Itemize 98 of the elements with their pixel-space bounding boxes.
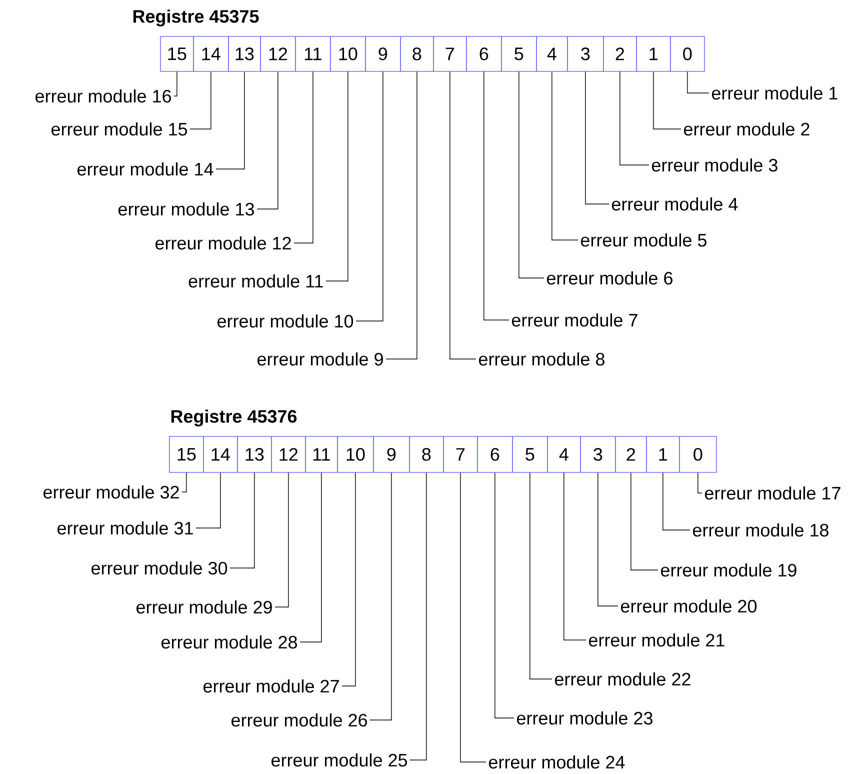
leader-line bbox=[182, 472, 187, 492]
leader-line bbox=[356, 71, 384, 322]
bit-cell: 15 bbox=[169, 436, 204, 473]
module-label: erreur module 2 bbox=[684, 122, 810, 136]
module-label: erreur module 5 bbox=[580, 233, 706, 247]
bit-cell: 13 bbox=[228, 36, 261, 72]
leader-line bbox=[585, 71, 610, 204]
bit-cell: 10 bbox=[330, 36, 366, 72]
leader-line bbox=[564, 472, 586, 640]
leader-line bbox=[386, 71, 418, 360]
module-label: erreur module 25 bbox=[272, 753, 407, 767]
bit-cell: 13 bbox=[237, 436, 272, 473]
bit-cell: 8 bbox=[409, 436, 444, 473]
module-label: erreur module 8 bbox=[478, 352, 604, 366]
leader-line bbox=[190, 71, 212, 130]
bit-cell: 1 bbox=[636, 36, 671, 72]
leader-line bbox=[494, 472, 514, 718]
bit-cell: 11 bbox=[305, 436, 338, 473]
register-title: Registre 45375 bbox=[133, 10, 259, 26]
module-label: erreur module 12 bbox=[156, 236, 291, 250]
module-label: erreur module 30 bbox=[92, 561, 228, 575]
leader-line bbox=[653, 71, 682, 130]
bit-cell: 5 bbox=[512, 436, 548, 473]
leader-line bbox=[174, 71, 178, 96]
module-label: erreur module 1 bbox=[712, 86, 838, 100]
module-label: erreur module 32 bbox=[44, 485, 179, 499]
module-label: erreur module 14 bbox=[78, 162, 214, 176]
leader-line bbox=[216, 71, 245, 170]
module-label: erreur module 7 bbox=[512, 313, 638, 327]
module-label: erreur module 15 bbox=[52, 122, 187, 136]
bit-cell: 12 bbox=[271, 436, 306, 473]
leader-line bbox=[256, 71, 278, 210]
bit-cell: 7 bbox=[433, 36, 467, 72]
module-label: erreur module 23 bbox=[516, 711, 652, 725]
module-label: erreur module 27 bbox=[204, 679, 339, 693]
leader-line bbox=[698, 472, 702, 494]
module-label: erreur module 13 bbox=[118, 202, 254, 216]
leader-line bbox=[370, 472, 392, 720]
leader-line bbox=[552, 71, 578, 240]
module-label: erreur module 10 bbox=[218, 314, 354, 328]
leader-line bbox=[598, 472, 618, 606]
bit-cell: 12 bbox=[260, 36, 296, 72]
bit-cell: 14 bbox=[203, 436, 238, 473]
bit-cell: 2 bbox=[615, 436, 647, 473]
module-label: erreur module 28 bbox=[162, 635, 297, 649]
leader-line bbox=[342, 472, 356, 686]
module-label: erreur module 26 bbox=[232, 713, 367, 727]
bit-cell: 10 bbox=[337, 436, 374, 473]
bit-cell: 1 bbox=[646, 436, 680, 473]
module-label: erreur module 11 bbox=[188, 274, 323, 288]
module-label: erreur module 6 bbox=[546, 271, 672, 285]
module-label: erreur module 19 bbox=[660, 563, 796, 577]
bit-cell: 14 bbox=[193, 36, 229, 72]
bit-cell: 15 bbox=[160, 36, 194, 72]
bit-cell: 2 bbox=[603, 36, 637, 72]
leader-line bbox=[274, 472, 289, 608]
bit-cell: 9 bbox=[373, 436, 410, 473]
register-title: Registre 45376 bbox=[171, 410, 297, 426]
bit-cell: 0 bbox=[679, 436, 717, 473]
leader-line bbox=[530, 472, 552, 680]
bit-cell: 8 bbox=[400, 36, 434, 72]
bit-cell: 11 bbox=[295, 36, 331, 72]
module-label: erreur module 22 bbox=[554, 672, 690, 686]
module-label: erreur module 21 bbox=[588, 633, 724, 647]
module-label: erreur module 20 bbox=[620, 599, 757, 613]
module-label: erreur module 18 bbox=[692, 523, 828, 537]
module-label: erreur module 17 bbox=[704, 486, 840, 500]
leader-line bbox=[410, 472, 427, 760]
leader-line bbox=[230, 472, 255, 568]
bit-cell: 0 bbox=[670, 36, 705, 72]
leader-line bbox=[484, 71, 510, 320]
module-label: erreur module 4 bbox=[612, 197, 738, 211]
leader-line bbox=[518, 71, 544, 278]
bit-cell: 5 bbox=[501, 36, 537, 72]
module-label: erreur module 31 bbox=[58, 521, 193, 535]
bit-cell: 6 bbox=[477, 436, 513, 473]
bit-cell: 4 bbox=[547, 436, 581, 473]
module-label: erreur module 24 bbox=[488, 755, 625, 769]
leader-line bbox=[620, 71, 650, 166]
module-label: erreur module 29 bbox=[136, 600, 272, 614]
module-label: erreur module 16 bbox=[36, 89, 171, 103]
leader-line bbox=[687, 71, 710, 94]
leader-line bbox=[196, 472, 221, 528]
bit-cell: 6 bbox=[466, 36, 502, 72]
bit-cell: 7 bbox=[443, 436, 478, 473]
bit-cell: 3 bbox=[580, 436, 616, 473]
leader-line bbox=[300, 472, 322, 642]
leader-line bbox=[662, 472, 690, 530]
module-label: erreur module 3 bbox=[652, 158, 778, 172]
leader-line bbox=[294, 71, 314, 244]
bit-cell: 9 bbox=[365, 36, 401, 72]
bit-cell: 3 bbox=[567, 36, 604, 72]
leader-line bbox=[460, 472, 486, 762]
module-label: erreur module 9 bbox=[258, 352, 383, 366]
bit-cell: 4 bbox=[536, 36, 568, 72]
leader-line bbox=[450, 71, 476, 360]
leader-line bbox=[326, 71, 348, 282]
leader-line bbox=[630, 472, 658, 570]
